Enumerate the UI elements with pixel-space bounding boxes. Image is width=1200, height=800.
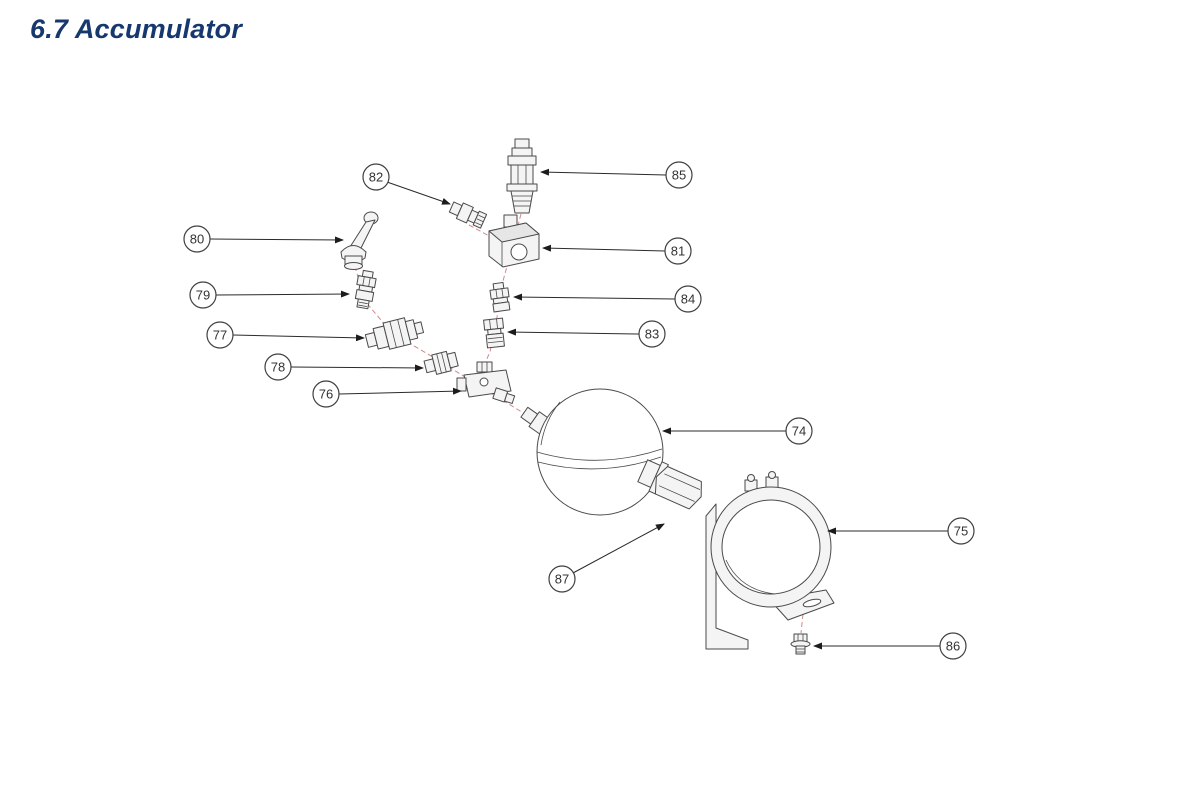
callout-83: 83 (507, 320, 666, 348)
part-85-fitting (506, 138, 538, 214)
callout-76: 76 (312, 380, 462, 408)
part-81-valve-block (488, 214, 540, 268)
callout-78-label: 78 (271, 360, 285, 375)
callout-86: 86 (813, 632, 967, 660)
callout-83-label: 83 (645, 327, 659, 342)
part-79-fitting (354, 269, 377, 310)
part-83-fitting (483, 317, 505, 349)
callout-78: 78 (264, 353, 424, 381)
callout-86-label: 86 (946, 639, 960, 654)
callout-81-label: 81 (671, 244, 685, 259)
callout-80: 80 (183, 225, 344, 253)
callout-84: 84 (513, 285, 702, 313)
callout-75: 75 (827, 517, 975, 545)
part-77-valve (364, 317, 425, 350)
part-84-fitting (489, 281, 511, 313)
part-78-coupler (423, 350, 459, 375)
callout-77-label: 77 (213, 328, 227, 343)
part-74-accumulator-body (520, 388, 664, 516)
callout-75-label: 75 (954, 524, 968, 539)
callout-85: 85 (540, 161, 693, 189)
part-86-bolt (790, 633, 811, 655)
callout-85-label: 85 (672, 168, 686, 183)
part-75-bracket (705, 471, 835, 650)
callout-87-label: 87 (555, 572, 569, 587)
part-80-lever (340, 211, 379, 270)
callout-76-label: 76 (319, 387, 333, 402)
callout-82: 82 (362, 163, 451, 205)
callout-77: 77 (206, 321, 365, 349)
callout-79-label: 79 (196, 288, 210, 303)
callout-80-label: 80 (190, 232, 204, 247)
callout-74: 74 (662, 417, 813, 445)
callout-84-label: 84 (681, 292, 695, 307)
callout-74-label: 74 (792, 424, 806, 439)
callout-82-label: 82 (369, 170, 383, 185)
callout-79: 79 (189, 281, 350, 309)
callout-81: 81 (542, 237, 692, 265)
callout-87: 87 (548, 523, 665, 593)
page-title: 6.7 Accumulator (30, 14, 243, 44)
part-82-fitting (448, 201, 488, 229)
part-76-tee-fitting (456, 361, 516, 405)
part-87-hex-plug (637, 459, 702, 510)
